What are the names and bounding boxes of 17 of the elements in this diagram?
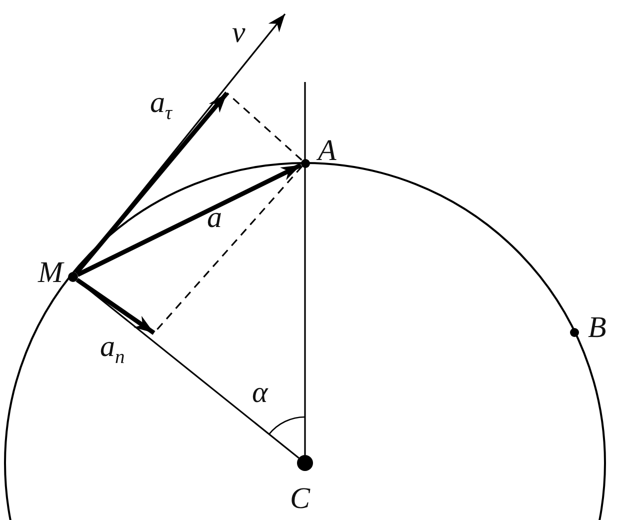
point-label: M — [38, 258, 63, 288]
vector-label: a$_{τ}$ — [150, 88, 172, 124]
point-dot — [68, 272, 78, 282]
angle-label: α — [252, 378, 268, 408]
vector-label: a — [207, 203, 222, 233]
dashed-line — [226, 92, 302, 161]
point-dot — [570, 328, 578, 336]
point-label: A — [318, 136, 336, 166]
vector-label: a$_{n}$ — [100, 332, 125, 368]
arrow — [76, 278, 156, 335]
point-label: C — [290, 484, 310, 514]
point-label: B — [588, 313, 606, 343]
arrow — [74, 92, 229, 275]
vector-label: v — [232, 18, 246, 48]
line — [304, 82, 306, 455]
arrow — [76, 162, 302, 277]
point-dot — [297, 455, 313, 471]
